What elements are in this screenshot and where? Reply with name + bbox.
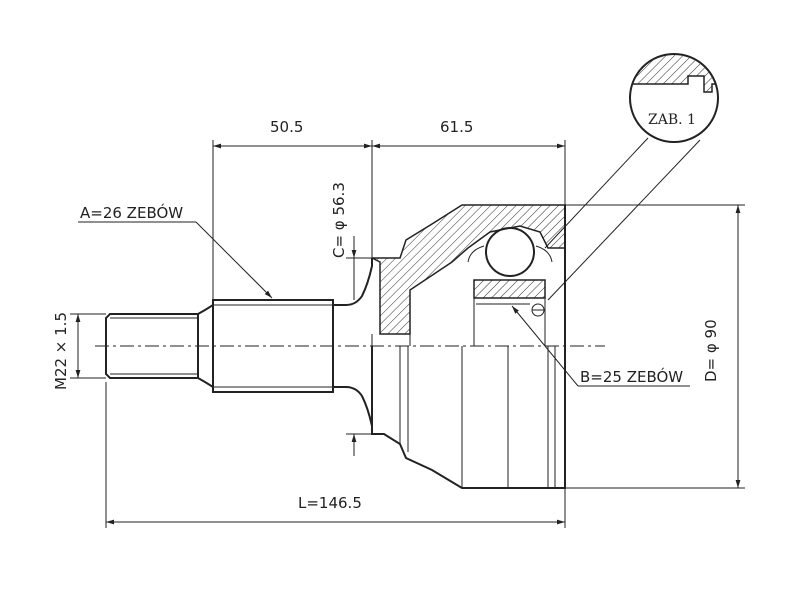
- neck-diameter-label: C= φ 56.3: [330, 182, 348, 258]
- inner-spline-leader: B=25 ZEBÓW: [511, 305, 690, 387]
- outer-diameter-dimension: D= φ 90: [565, 204, 745, 489]
- inner-spline-label: B=25 ZEBÓW: [580, 367, 683, 386]
- length-left-label: 50.5: [270, 118, 303, 136]
- splined-shaft: [212, 258, 373, 434]
- outer-bell-housing: [371, 204, 566, 489]
- detail-callout: ZAB. 1: [544, 53, 719, 301]
- ball-cage-assembly: [467, 227, 553, 346]
- outer-diameter-label: D= φ 90: [702, 319, 720, 382]
- thread-dimension: M22 × 1.5: [52, 312, 106, 390]
- neck-diameter-dimension: C= φ 56.3: [330, 182, 372, 456]
- thread-label: M22 × 1.5: [52, 312, 70, 390]
- length-right-label: 61.5: [440, 118, 473, 136]
- top-length-dimensions: 50.5 61.5: [212, 118, 566, 300]
- detail-label: ZAB. 1: [648, 112, 696, 128]
- shaft-spline-leader: A=26 ZEBÓW: [78, 203, 273, 299]
- shaft-spline-label: A=26 ZEBÓW: [80, 203, 183, 222]
- total-length-label: L=146.5: [298, 494, 362, 512]
- total-length-dimension: L=146.5: [105, 382, 566, 528]
